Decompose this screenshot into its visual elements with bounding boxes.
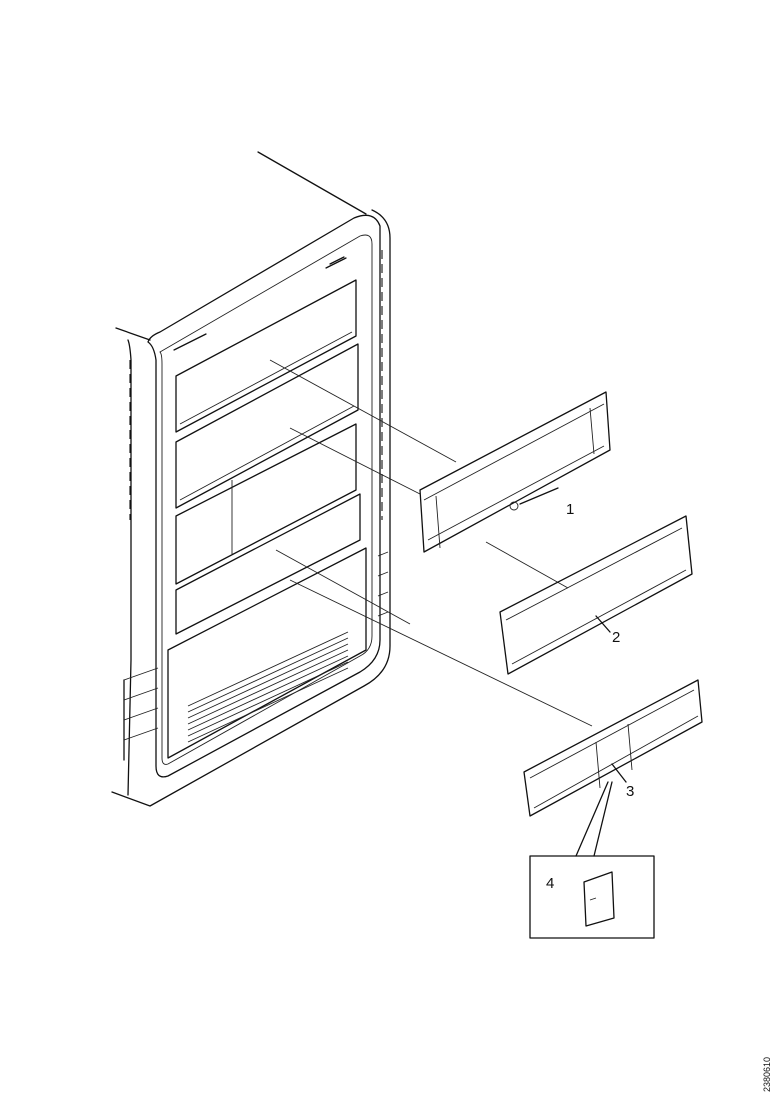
figure-code: 2380610 <box>762 1057 772 1092</box>
brand-logo-icon <box>173 333 207 351</box>
callout-2: 2 <box>612 629 620 646</box>
leader-lines <box>269 359 593 727</box>
model-logo-icon <box>325 256 347 269</box>
computer-tower <box>111 151 391 807</box>
part-3-cover <box>523 679 703 817</box>
callout-1: 1 <box>566 501 574 518</box>
callout-3: 3 <box>626 783 634 800</box>
vent-grille <box>187 631 349 743</box>
part-1-bezel-bracket <box>419 391 611 553</box>
detail-inset <box>529 781 655 939</box>
callout-4: 4 <box>546 875 554 892</box>
part-2-panel <box>499 515 693 675</box>
